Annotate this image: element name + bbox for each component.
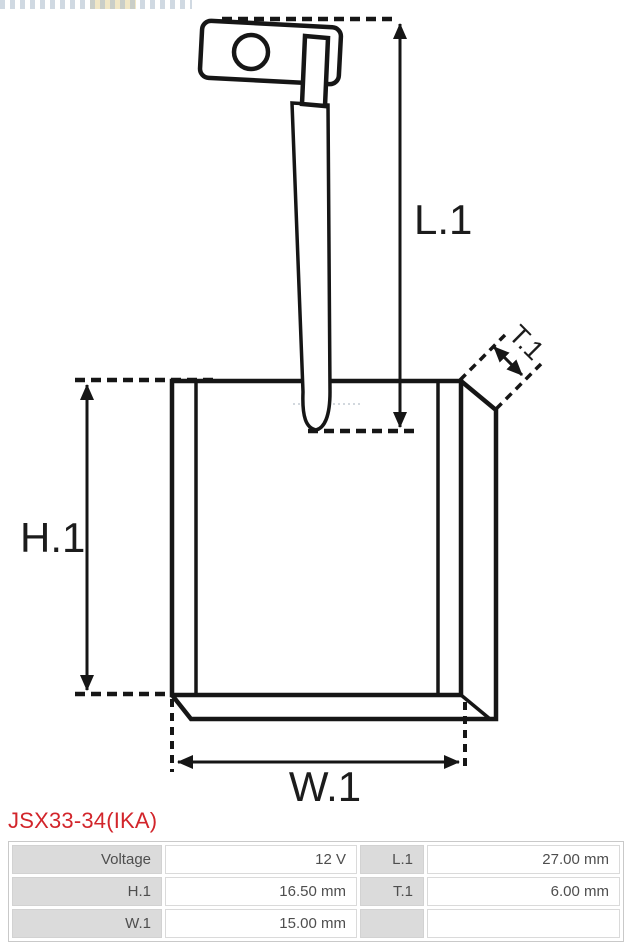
brush-bottom-corner-line [459,693,492,721]
terminal-hole [231,32,271,72]
w1-label: W.1 [289,763,361,808]
lead-assembly [197,18,344,432]
h1-dimension [75,377,214,697]
specs-row: W.1 15.00 mm [12,909,620,938]
spec-value-empty [427,909,620,938]
h1-label: H.1 [20,514,85,561]
spec-value-voltage: 12 V [165,845,357,874]
specs-table: Voltage 12 V L.1 27.00 mm H.1 16.50 mm T… [8,841,624,942]
t1-label: T.1 [503,319,550,366]
brush-side-face [170,379,499,722]
spec-label-l1: L.1 [360,845,424,874]
brush-body [169,378,499,722]
logo-fragment [0,0,192,9]
spec-value-l1: 27.00 mm [427,845,620,874]
spec-label-h1: H.1 [12,877,162,906]
part-number-heading: JSX33-34(IKA) [8,808,158,833]
t1-upper-extension-line [458,333,507,382]
spec-label-empty [360,909,424,938]
spec-label-w1: W.1 [12,909,162,938]
w1-dimension [170,699,467,772]
brush-technical-drawing: L.1 H.1 W.1 T.1 [20,16,550,808]
spec-value-h1: 16.50 mm [165,877,357,906]
t1-dimension [458,333,543,411]
specs-row: Voltage 12 V L.1 27.00 mm [12,845,620,874]
spec-value-w1: 15.00 mm [165,909,357,938]
spec-label-voltage: Voltage [12,845,162,874]
spec-value-t1: 6.00 mm [427,877,620,906]
l1-dimension [222,16,414,434]
specs-row: H.1 16.50 mm T.1 6.00 mm [12,877,620,906]
l1-label: L.1 [414,196,472,243]
spec-label-t1: T.1 [360,877,424,906]
t1-arrow-line [492,345,524,377]
t1-lower-extension-line [494,362,543,411]
crimp-sleeve [299,33,331,109]
